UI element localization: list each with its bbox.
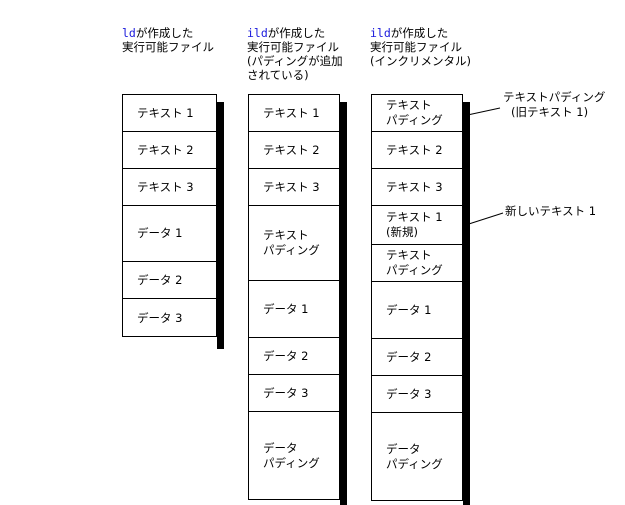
tool-name: ild xyxy=(370,26,391,40)
section-label: データ 1 xyxy=(137,226,183,240)
column-shadow xyxy=(463,102,470,505)
section-label: テキスト 3 xyxy=(137,179,194,194)
column-header: ildが作成した実行可能ファイル(パディングが追加されている) xyxy=(247,26,343,82)
column-header: ildが作成した実行可能ファイル(インクリメンタル) xyxy=(370,26,471,68)
section-label: パディング xyxy=(386,457,443,471)
header-line: (パディングが追加 xyxy=(247,54,343,68)
section-row: データ 3 xyxy=(249,375,339,412)
section-row: データ 1 xyxy=(123,206,216,262)
section-row: データ 1 xyxy=(249,281,339,338)
section-label: テキスト xyxy=(386,248,432,262)
tool-name: ld xyxy=(122,26,136,40)
column-shadow xyxy=(217,102,224,349)
section-label: パディング xyxy=(386,263,443,277)
header-title: が作成した xyxy=(135,26,194,40)
section-row: テキスト 2 xyxy=(123,132,216,169)
annotation-new-text: 新しいテキスト 1 xyxy=(505,204,597,218)
section-row: テキストパディング xyxy=(372,245,462,282)
section-label: テキスト 3 xyxy=(263,179,320,194)
section-row: データ 3 xyxy=(123,299,216,337)
section-row: テキストパディング xyxy=(249,206,339,281)
section-label: データ 2 xyxy=(263,348,309,363)
section-row: データ 2 xyxy=(372,339,462,376)
section-row: データ 2 xyxy=(123,262,216,299)
section-label: データ 2 xyxy=(386,349,432,364)
section-label: パディング xyxy=(386,113,443,127)
section-row: テキスト 3 xyxy=(372,169,462,206)
header-line: (インクリメンタル) xyxy=(370,54,471,68)
section-row: データパディング xyxy=(372,413,462,501)
section-label: パディング xyxy=(263,456,320,470)
section-row: テキストパディング xyxy=(372,95,462,132)
header-line: 実行可能ファイル xyxy=(122,40,214,54)
section-row: テキスト 1 xyxy=(249,95,339,132)
section-label: テキスト 2 xyxy=(137,142,194,157)
section-label: テキスト xyxy=(386,98,432,112)
section-row: テキスト 1 xyxy=(123,95,216,132)
annotation-line: テキストパディング xyxy=(503,90,606,104)
section-row: テキスト 2 xyxy=(249,132,339,169)
executable-column: テキスト 1 テキスト 2 テキスト 3 データ 1 データ 2 データ 3 xyxy=(122,94,217,337)
section-row: テキスト 3 xyxy=(249,169,339,206)
section-label: パディング xyxy=(263,243,320,257)
section-label: データ 3 xyxy=(263,385,309,400)
section-label: データ 1 xyxy=(386,302,432,317)
section-label: テキスト 1 xyxy=(386,210,443,224)
section-row: データパディング xyxy=(249,412,339,500)
annotation-line: (旧テキスト 1) xyxy=(511,105,589,119)
section-row: テキスト 1(新規) xyxy=(372,206,462,245)
section-row: データ 2 xyxy=(249,338,339,375)
section-label: データ 3 xyxy=(137,310,183,325)
section-row: テキスト 2 xyxy=(372,132,462,169)
header-line: されている) xyxy=(247,68,309,82)
section-label: データ xyxy=(386,442,421,456)
section-label: テキスト xyxy=(263,228,309,242)
section-label: テキスト 3 xyxy=(386,179,443,194)
section-label: データ 2 xyxy=(137,272,183,287)
header-title: が作成した xyxy=(267,26,326,40)
section-label: データ 1 xyxy=(263,301,309,316)
column-header: ldが作成した実行可能ファイル xyxy=(122,26,214,54)
section-label: テキスト 1 xyxy=(263,105,320,120)
tool-name: ild xyxy=(247,26,268,40)
section-row: データ 1 xyxy=(372,282,462,339)
header-title: が作成した xyxy=(390,26,449,40)
header-line: 実行可能ファイル xyxy=(247,40,339,54)
section-label: テキスト 2 xyxy=(263,142,320,157)
section-label: (新規) xyxy=(386,225,418,239)
section-row: データ 3 xyxy=(372,376,462,413)
section-label: データ xyxy=(263,441,298,455)
section-label: データ 3 xyxy=(386,386,432,401)
column-shadow xyxy=(340,102,347,505)
annotation-text-padding: テキストパディング(旧テキスト 1) xyxy=(503,90,605,120)
header-line: 実行可能ファイル xyxy=(370,40,462,54)
section-label: テキスト 1 xyxy=(137,105,194,120)
section-label: テキスト 2 xyxy=(386,142,443,157)
section-row: テキスト 3 xyxy=(123,169,216,206)
